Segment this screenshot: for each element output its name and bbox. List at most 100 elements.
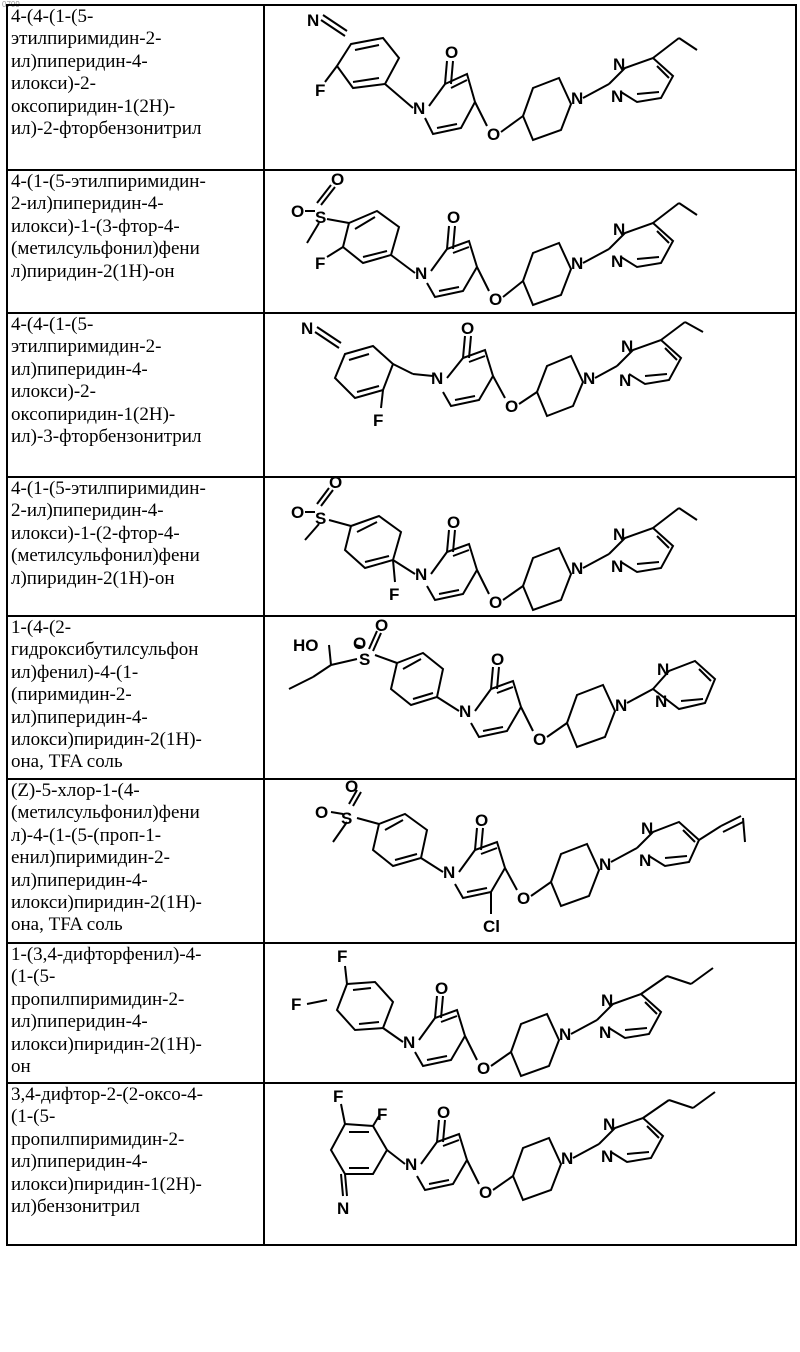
- atom-label: S: [315, 509, 326, 528]
- structure-cell: O O S F N O O N N N: [264, 170, 796, 313]
- atom-label: N: [613, 55, 625, 74]
- atom-label: O: [435, 979, 448, 998]
- atom-label: N: [571, 254, 583, 273]
- atom-label: N: [403, 1033, 415, 1052]
- atom-label: O: [489, 290, 502, 309]
- atom-label: F: [389, 585, 399, 604]
- structure-cell: N F N O O N N N: [264, 313, 796, 477]
- atom-label: O: [447, 513, 460, 532]
- atom-label: N: [301, 319, 313, 338]
- atom-label: N: [599, 1023, 611, 1042]
- atom-label: N: [337, 1199, 349, 1218]
- table-row: 1-(4-(2- гидроксибутилсульфон ил)фенил)-…: [7, 616, 796, 779]
- atom-label: O: [489, 593, 502, 612]
- structure-cell: O O S Cl N O O N N N: [264, 779, 796, 943]
- compound-name-cell: 4-(1-(5-этилпиримидин- 2-ил)пиперидин-4-…: [7, 170, 264, 313]
- atom-label: N: [405, 1155, 417, 1174]
- atom-label: O: [517, 889, 530, 908]
- structure-drawing: O O S F N O O N N N: [265, 478, 795, 613]
- atom-label: O: [329, 478, 342, 492]
- structure-drawing: F F N N O O N N N: [265, 1084, 795, 1242]
- atom-label: S: [315, 208, 326, 227]
- atom-label: N: [601, 1147, 613, 1166]
- structure-cell: O O S F N O O N N N: [264, 477, 796, 616]
- atom-label: S: [341, 809, 352, 828]
- atom-label: O: [487, 125, 500, 144]
- compound-name-cell: 4-(4-(1-(5- этилпиримидин-2- ил)пипериди…: [7, 313, 264, 477]
- atom-label: O: [491, 650, 504, 669]
- atom-label: N: [641, 819, 653, 838]
- compound-table: 4-(4-(1-(5- этилпиримидин-2- ил)пипериди…: [6, 4, 797, 1246]
- atom-label: N: [443, 863, 455, 882]
- compound-name: 4-(4-(1-(5- этилпиримидин-2- ил)пипериди…: [11, 314, 261, 448]
- atom-label: F: [373, 411, 383, 430]
- structure-cell: F F N O O N N N: [264, 943, 796, 1083]
- compound-name: (Z)-5-хлор-1-(4- (метилсульфонил)фени л)…: [11, 780, 261, 937]
- atom-label: N: [599, 855, 611, 874]
- atom-label: O: [445, 43, 458, 62]
- atom-label: N: [571, 89, 583, 108]
- table-row: 4-(1-(5-этилпиримидин- 2-ил)пиперидин-4-…: [7, 477, 796, 616]
- atom-label: O: [291, 202, 304, 221]
- compound-name-cell: 1-(4-(2- гидроксибутилсульфон ил)фенил)-…: [7, 616, 264, 779]
- structure-cell: F F N N O O N N N: [264, 1083, 796, 1245]
- structure-drawing: HO O O S N O O N N N: [265, 617, 795, 776]
- atom-label: N: [613, 220, 625, 239]
- atom-label: F: [377, 1105, 387, 1124]
- atom-label: N: [615, 696, 627, 715]
- atom-label: N: [611, 252, 623, 271]
- atom-label: O: [315, 803, 328, 822]
- table-row: 4-(1-(5-этилпиримидин- 2-ил)пиперидин-4-…: [7, 170, 796, 313]
- compound-name: 3,4-дифтор-2-(2-оксо-4- (1-(5- пропилпир…: [11, 1084, 261, 1218]
- atom-label: N: [415, 565, 427, 584]
- atom-label: O: [505, 397, 518, 416]
- structure-drawing: O O S F N O O N N N: [265, 171, 795, 310]
- atom-label: N: [415, 264, 427, 283]
- atom-label: N: [583, 369, 595, 388]
- atom-label: F: [291, 995, 301, 1014]
- atom-label: N: [603, 1115, 615, 1134]
- structure-cell: HO O O S N O O N N N: [264, 616, 796, 779]
- atom-label: O: [475, 811, 488, 830]
- atom-label: N: [459, 702, 471, 721]
- atom-label: N: [561, 1149, 573, 1168]
- table-row: (Z)-5-хлор-1-(4- (метилсульфонил)фени л)…: [7, 779, 796, 943]
- atom-label: N: [571, 559, 583, 578]
- compound-name-cell: 4-(1-(5-этилпиримидин- 2-ил)пиперидин-4-…: [7, 477, 264, 616]
- atom-label: N: [657, 660, 669, 679]
- atom-label: N: [611, 87, 623, 106]
- structure-drawing: F F N O O N N N: [265, 944, 795, 1080]
- structure-drawing: N F N O O N N N: [265, 314, 795, 474]
- compound-name-cell: (Z)-5-хлор-1-(4- (метилсульфонил)фени л)…: [7, 779, 264, 943]
- table-row: 4-(4-(1-(5- этилпиримидин-2- ил)пипериди…: [7, 5, 796, 170]
- atom-label: S: [359, 650, 370, 669]
- compound-name-cell: 1-(3,4-дифторфенил)-4- (1-(5- пропилпири…: [7, 943, 264, 1083]
- compound-name: 1-(3,4-дифторфенил)-4- (1-(5- пропилпири…: [11, 944, 261, 1078]
- atom-label: N: [619, 371, 631, 390]
- table-row: 1-(3,4-дифторфенил)-4- (1-(5- пропилпири…: [7, 943, 796, 1083]
- atom-label: F: [315, 81, 325, 100]
- atom-label: O: [331, 171, 344, 189]
- atom-label: O: [291, 503, 304, 522]
- atom-label: O: [477, 1059, 490, 1078]
- atom-label: N: [613, 525, 625, 544]
- atom-label: F: [315, 254, 325, 273]
- atom-label: N: [601, 991, 613, 1010]
- atom-label: O: [375, 617, 388, 635]
- atom-label: N: [655, 692, 667, 711]
- atom-label: O: [479, 1183, 492, 1202]
- table-row: 4-(4-(1-(5- этилпиримидин-2- ил)пипериди…: [7, 313, 796, 477]
- atom-label: N: [413, 99, 425, 118]
- atom-label: N: [431, 369, 443, 388]
- compound-name-cell: 4-(4-(1-(5- этилпиримидин-2- ил)пипериди…: [7, 5, 264, 170]
- table-row: 3,4-дифтор-2-(2-оксо-4- (1-(5- пропилпир…: [7, 1083, 796, 1245]
- atom-label: O: [533, 730, 546, 749]
- structure-drawing: N F N O O N N N: [265, 6, 795, 167]
- compound-name: 4-(1-(5-этилпиримидин- 2-ил)пиперидин-4-…: [11, 478, 261, 590]
- atom-label: N: [559, 1025, 571, 1044]
- atom-label: N: [307, 11, 319, 30]
- structure-cell: N F N O O N N N: [264, 5, 796, 170]
- atom-label: N: [611, 557, 623, 576]
- atom-label: O: [345, 780, 358, 796]
- atom-label: F: [337, 947, 347, 966]
